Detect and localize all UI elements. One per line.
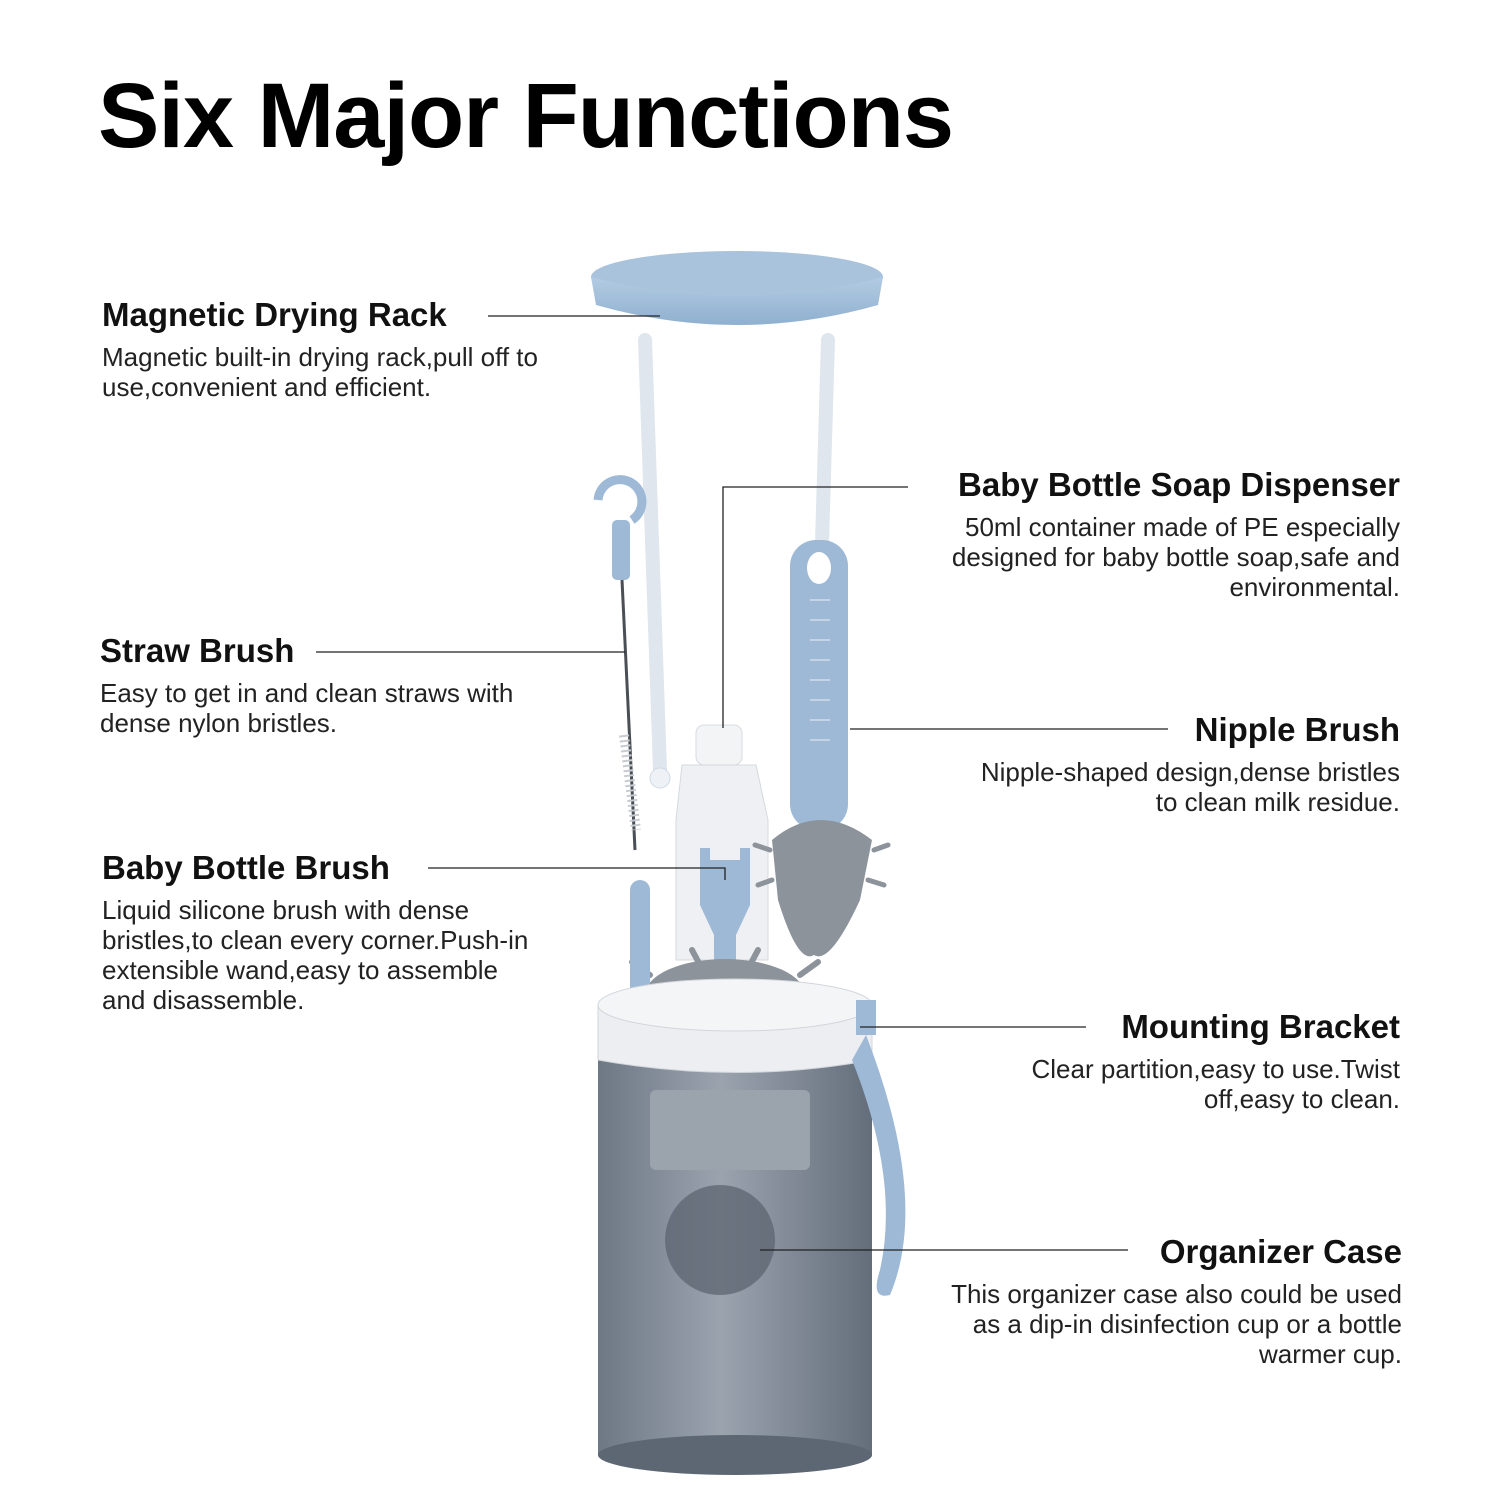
organizer-case: [597, 978, 906, 1475]
straw-brush: [593, 475, 647, 851]
feature-title: Organizer Case: [1159, 1233, 1402, 1270]
feature-description: 50ml container made of PE especially des…: [951, 511, 1400, 602]
feature-description: Nipple-shaped design,dense bristles to c…: [980, 756, 1400, 817]
feature-title: Baby Bottle Brush: [102, 849, 390, 886]
drying-rack-lid: [591, 251, 883, 789]
feature-description: This organizer case also could be used a…: [951, 1278, 1402, 1369]
feature-description: Magnetic built-in drying rack,pull off t…: [102, 341, 538, 402]
feature-straw-brush: Straw Brush Easy to get in and clean str…: [100, 632, 540, 738]
feature-title: Straw Brush: [100, 632, 295, 669]
feature-title: Magnetic Drying Rack: [102, 296, 447, 333]
feature-soap-dispenser: Baby Bottle Soap Dispenser 50ml containe…: [920, 466, 1400, 602]
feature-title: Nipple Brush: [1194, 711, 1400, 748]
feature-mounting-bracket: Mounting Bracket Clear partition,easy to…: [960, 1008, 1401, 1114]
feature-description: Easy to get in and clean straws with den…: [100, 677, 514, 738]
feature-title: Baby Bottle Soap Dispenser: [958, 466, 1400, 503]
feature-organizer-case: Organizer Case This organizer case also …: [942, 1233, 1402, 1369]
feature-drying-rack: Magnetic Drying Rack Magnetic built-in d…: [102, 296, 552, 402]
leader-lines: [316, 315, 1168, 1251]
page-title: Six Major Functions: [98, 65, 954, 167]
feature-description: Liquid silicone brush with dense bristle…: [102, 894, 529, 1015]
feature-nipple-brush: Nipple Brush Nipple-shaped design,dense …: [980, 711, 1400, 817]
feature-title: Mounting Bracket: [1121, 1008, 1400, 1045]
feature-description: Clear partition,easy to use.Twist off,ea…: [1031, 1053, 1401, 1114]
feature-bottle-brush: Baby Bottle Brush Liquid silicone brush …: [102, 849, 542, 1015]
nipple-brush: [752, 540, 891, 957]
